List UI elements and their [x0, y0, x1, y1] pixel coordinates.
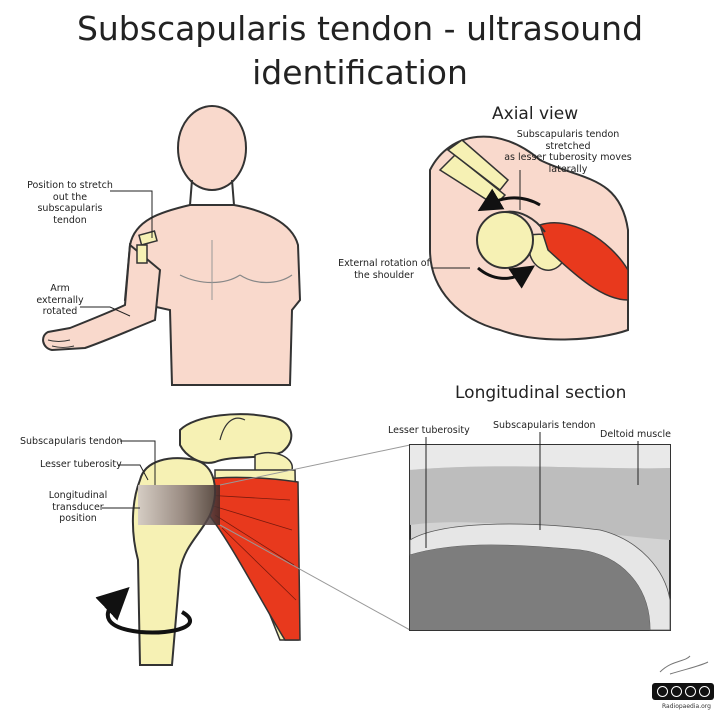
axial-label-external-rotation: External rotation of the shoulder: [338, 258, 430, 281]
creative-commons-badge: [652, 683, 714, 700]
longitudinal-label-lesser-tuberosity: Lesser tuberosity: [388, 425, 470, 436]
page-title-line-1: Subscapularis tendon - ultrasound: [76, 9, 644, 48]
body-label-arm-rotated: Arm externally rotated: [36, 283, 84, 317]
longitudinal-section-heading: Longitudinal section: [455, 383, 627, 403]
body-label-position: Position to stretch out the subscapulari…: [27, 180, 113, 226]
page-title-line-2: identification: [252, 53, 468, 92]
sa-icon: [698, 686, 710, 697]
axial-view-illustration: [429, 135, 629, 341]
cc-icon: [656, 686, 668, 697]
longitudinal-label-subscapularis-tendon: Subscapularis tendon: [493, 420, 596, 431]
nc-icon: [684, 686, 696, 697]
longitudinal-label-deltoid-muscle: Deltoid muscle: [600, 429, 671, 440]
shoulder-label-transducer-position: Longitudinal transducer position: [48, 490, 108, 524]
axial-view-heading: Axial view: [492, 104, 579, 124]
body-figure: [42, 105, 302, 386]
shoulder-label-lesser-tuberosity: Lesser tuberosity: [40, 459, 122, 470]
shoulder-bone-illustration: [95, 413, 301, 666]
axial-label-tendon-stretched: Subscapularis tendon stretched as lesser…: [504, 129, 632, 175]
source-credit: Radiopaedia.org: [662, 703, 711, 710]
by-icon: [670, 686, 682, 697]
shoulder-label-subscapularis-tendon: Subscapularis tendon: [20, 436, 123, 447]
